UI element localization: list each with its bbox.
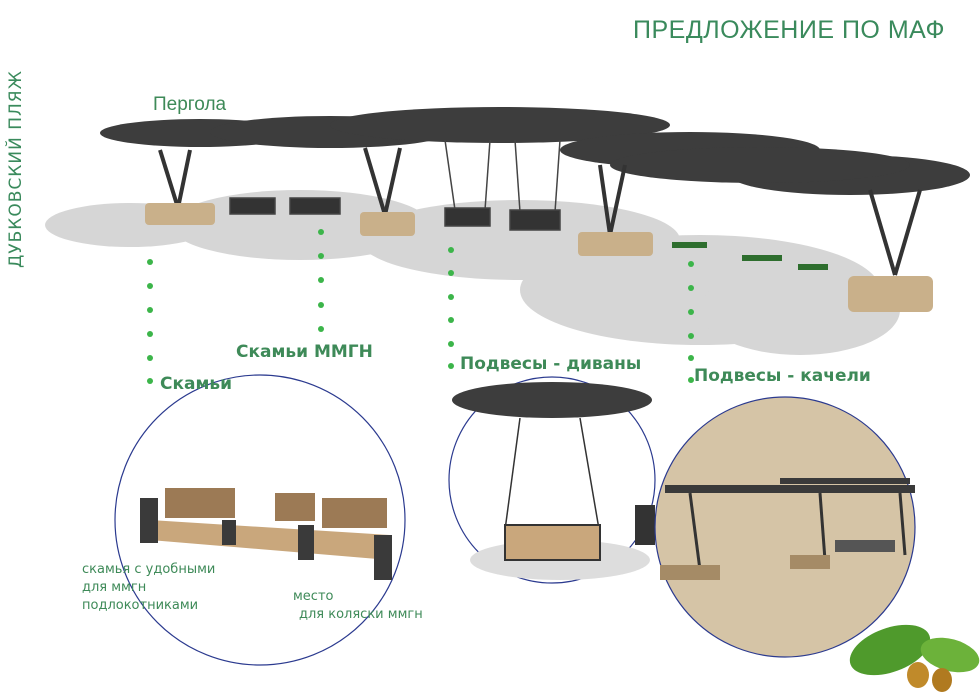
wooden-planters <box>145 203 933 312</box>
label-hanging-swings: Подвесы - качели <box>694 366 871 386</box>
swing-detail <box>660 478 915 580</box>
side-title: ДУБКОВСКИЙ ПЛЯЖ <box>6 70 26 268</box>
note-line: подлокотниками <box>82 598 199 613</box>
note-bench-armrests: скамья с удобными для ммгн подлокотникам… <box>82 561 215 615</box>
note-line: место <box>293 589 334 604</box>
oak-leaf-acorn-icon <box>849 624 980 692</box>
page-title: ПРЕДЛОЖЕНИЕ ПО МАФ <box>633 16 945 44</box>
note-line: скамья с удобными <box>82 562 216 577</box>
hanging-swings <box>229 139 561 231</box>
pergola-posts <box>158 147 922 276</box>
note-wheelchair-place: место для коляски ммгн <box>293 588 423 624</box>
bench-detail <box>140 488 392 580</box>
sofa-detail-circle <box>448 376 656 584</box>
swing-boards <box>672 242 828 270</box>
pergola-canopy <box>100 107 970 195</box>
label-pergola: Пергола <box>153 94 227 115</box>
leader-dots <box>147 229 694 384</box>
note-line: для ммгн <box>82 580 147 595</box>
note-line: для коляски ммгн <box>299 607 423 622</box>
label-hanging-sofas: Подвесы - диваны <box>460 354 642 374</box>
label-benches: Скамьи <box>160 374 233 394</box>
label-benches-mmgn: Скамьи ММГН <box>236 342 373 362</box>
benches-detail-circle <box>114 374 406 666</box>
sofa-detail <box>452 382 655 580</box>
swing-detail-circle <box>654 396 916 658</box>
